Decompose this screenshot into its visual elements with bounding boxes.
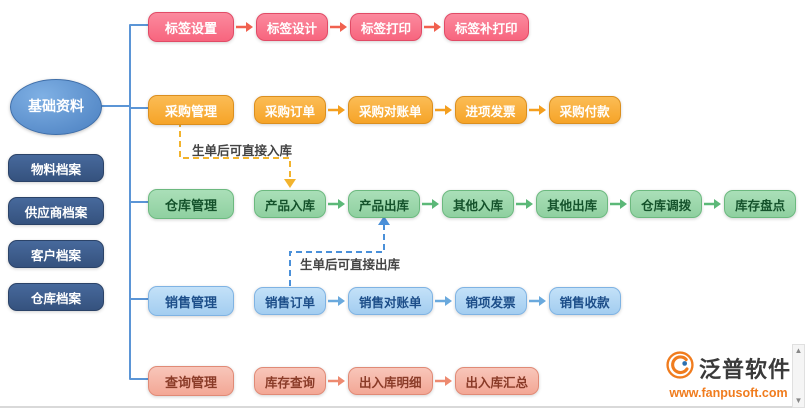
row-query-management: 查询管理 库存查询 出入库明细 出入库汇总 [148,366,540,396]
node-warehouse-management: 仓库管理 [148,189,235,219]
node-purchase-management: 采购管理 [148,95,235,125]
base-item-supplier-archive: 供应商档案 [8,197,104,225]
node-purchase-payment: 采购付款 [548,96,621,124]
arrow-right-icon [434,375,453,387]
node-stock-query: 库存查询 [254,367,327,395]
row-sales-management: 销售管理 销售订单 销售对账单 销项发票 销售收款 [148,286,621,316]
spacer [234,204,254,205]
spacer [234,381,254,382]
node-purchase-statement: 采购对账单 [348,96,433,124]
base-item-customer-archive: 客户档案 [8,240,104,268]
arrow-right-icon [236,21,254,33]
fanpu-logo-icon [666,351,694,384]
node-query-management: 查询管理 [148,366,235,396]
brand-url[interactable]: www.fanpusoft.com [669,386,788,400]
node-sales-management: 销售管理 [148,286,235,316]
node-label-settings: 标签设置 [148,12,235,42]
arrow-right-icon [422,198,440,210]
row-warehouse-management: 仓库管理 产品入库 产品出库 其他入库 其他出库 仓库调拨 库存盘点 [148,189,797,219]
brand-name: 泛普软件 [698,356,791,382]
arrow-right-icon [328,375,346,387]
node-label-design: 标签设计 [256,13,329,41]
node-other-inbound: 其他入库 [442,190,515,218]
node-other-outbound: 其他出库 [536,190,609,218]
node-stock-count: 库存盘点 [724,190,797,218]
arrow-right-icon [434,104,453,116]
spacer [234,301,254,302]
arrow-right-icon [610,198,628,210]
arrow-right-icon [434,295,453,307]
node-input-invoice: 进项发票 [454,96,527,124]
arrow-right-icon [516,198,534,210]
scrollbar[interactable]: ▲ ▼ [792,344,805,408]
arrow-right-icon [704,198,722,210]
root-node-label: 基础资料 [28,98,84,115]
node-sales-statement: 销售对账单 [348,287,433,315]
root-node-basic-data: 基础资料 [10,79,102,135]
arrow-right-icon [328,198,346,210]
node-label-reprint: 标签补打印 [444,13,529,41]
annotation-direct-outbound: 生单后可直接出库 [300,258,401,272]
scroll-down-icon[interactable]: ▼ [794,396,803,405]
row-label-management: 标签设置 标签设计 标签打印 标签补打印 [148,12,529,42]
arrow-right-icon [328,295,346,307]
arrow-right-icon [330,21,348,33]
base-item-warehouse-archive: 仓库档案 [8,283,104,311]
node-sales-receipt: 销售收款 [548,287,621,315]
node-product-outbound: 产品出库 [348,190,421,218]
node-purchase-order: 采购订单 [254,96,327,124]
row-purchase-management: 采购管理 采购订单 采购对账单 进项发票 采购付款 [148,95,621,125]
node-in-out-summary: 出入库汇总 [454,367,540,395]
arrow-right-icon [424,21,442,33]
base-item-material-archive: 物料档案 [8,154,104,182]
node-product-inbound: 产品入库 [254,190,327,218]
node-output-invoice: 销项发票 [454,287,527,315]
node-warehouse-transfer: 仓库调拨 [630,190,703,218]
divider [0,406,805,408]
annotation-direct-inbound: 生单后可直接入库 [192,144,293,158]
node-sales-order: 销售订单 [254,287,327,315]
node-label-print: 标签打印 [350,13,423,41]
arrow-right-icon [528,295,547,307]
arrow-right-icon [328,104,346,116]
spacer [234,110,254,111]
scroll-up-icon[interactable]: ▲ [794,346,803,355]
node-in-out-detail: 出入库明细 [348,367,433,395]
branding: 泛普软件 www.fanpusoft.com [666,351,791,400]
arrow-right-icon [528,104,547,116]
